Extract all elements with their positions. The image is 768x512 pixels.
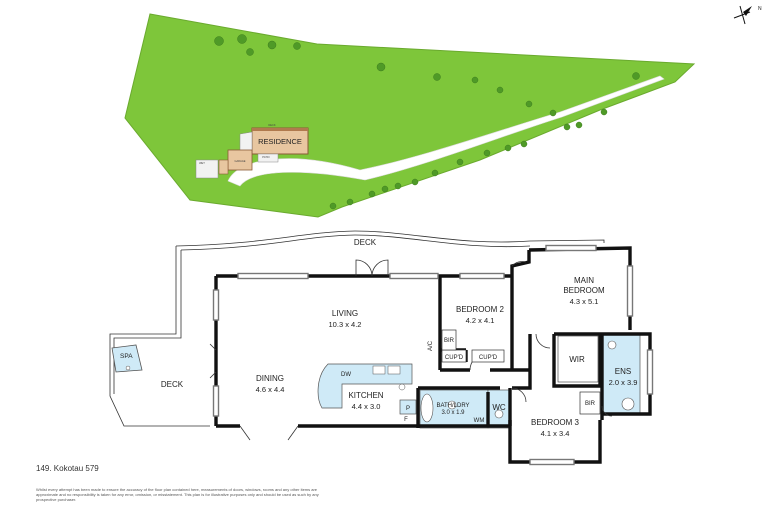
site-lawn (124, 13, 696, 218)
living-dim: 10.3 x 4.2 (329, 320, 362, 329)
bedroom3-dim: 4.1 x 3.4 (541, 429, 570, 438)
site-plan: RESIDENCE DECK PATIO GARAGE WET N (124, 5, 762, 218)
deck-outline (109, 230, 605, 427)
site-patio-label: PATIO (262, 155, 269, 159)
compass-icon: N (733, 5, 762, 25)
ens-dim: 2.0 x 3.9 (609, 378, 638, 387)
bedroom2-name: BEDROOM 2 (456, 305, 505, 314)
bedroom3-name: BEDROOM 3 (531, 418, 580, 427)
site-deck-label: DECK (268, 123, 275, 127)
deck-left-label: DECK (161, 380, 184, 389)
cupd1-label: CUP'D (445, 355, 464, 361)
spa-label: SPA (120, 353, 133, 360)
wm-label: WM (474, 418, 485, 424)
main-bedroom-name-line2: BEDROOM (563, 286, 605, 295)
dining-name: DINING (256, 374, 284, 383)
main-bedroom-dim: 4.3 x 5.1 (570, 297, 599, 306)
ens-name: ENS (615, 367, 631, 376)
bir1-label: BIR (444, 338, 455, 344)
bath-name: BATH/LDRY (436, 403, 469, 409)
fridge-label: F (404, 417, 408, 423)
main-bedroom-name-line1: MAIN (574, 276, 594, 285)
bath-dim: 3.0 x 1.9 (441, 410, 465, 416)
compass-n-label: N (758, 6, 762, 12)
pantry-label: P (406, 406, 410, 412)
kitchen-dim: 4.4 x 3.0 (352, 402, 381, 411)
ac-label: A/C (428, 340, 434, 351)
site-trees (214, 34, 640, 210)
spa: SPA (111, 344, 143, 373)
disclaimer-text: Whilst every attempt has been made to en… (36, 487, 319, 502)
room-labels: DECK DECK LIVING 10.3 x 4.2 DINING 4.6 x… (161, 238, 638, 438)
bir2-label: BIR (585, 401, 596, 407)
kitchen-bench (317, 363, 413, 409)
residence-label: RESIDENCE (258, 137, 302, 146)
kitchen-name: KITCHEN (348, 391, 383, 400)
fittings (372, 329, 635, 423)
cupd2-label: CUP'D (479, 355, 498, 361)
floor-plan: SPA (109, 230, 654, 466)
wc-label: WC (492, 403, 506, 412)
wir-label: WIR (569, 355, 585, 364)
driveway (227, 75, 665, 187)
dw-label: DW (341, 372, 351, 378)
windows (212, 244, 654, 466)
dining-dim: 4.6 x 4.4 (256, 385, 285, 394)
deck-top-label: DECK (354, 238, 377, 247)
site-garage-label: GARAGE (234, 159, 245, 163)
site-residence: RESIDENCE DECK PATIO GARAGE WET (195, 123, 309, 179)
bedroom2-dim: 4.2 x 4.1 (466, 316, 495, 325)
property-address: 149. Kokotau 579 (36, 464, 99, 473)
site-wet-label: WET (199, 161, 205, 165)
living-name: LIVING (332, 309, 358, 318)
pantry-floor (399, 399, 417, 415)
